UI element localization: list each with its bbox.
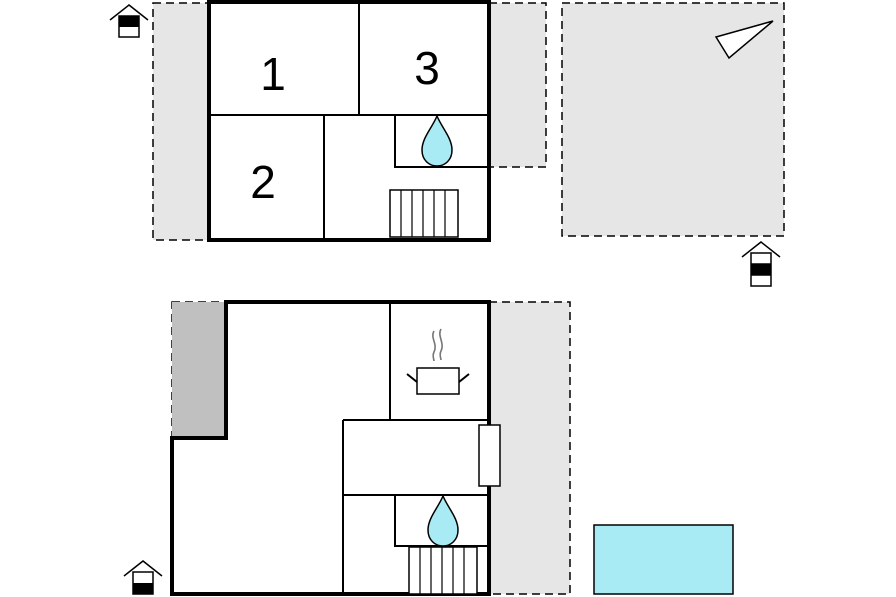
room-label-1: 1 (260, 48, 286, 100)
room-label-3: 3 (414, 42, 440, 94)
bathroom-wall (394, 495, 489, 547)
storage-area (172, 302, 226, 438)
ground-floor (170, 300, 734, 596)
house-icon (109, 4, 149, 38)
house-icon (123, 560, 163, 595)
upper-floor: 1 3 2 (152, 0, 785, 242)
bathroom-wall (394, 115, 489, 168)
water-drop-icon (427, 494, 459, 547)
outdoor-area-right-upper (488, 2, 547, 168)
swimming-pool (593, 524, 734, 595)
stairs-icon (389, 189, 459, 238)
stairs-icon (408, 546, 478, 595)
flag-icon (714, 20, 774, 60)
water-drop-icon (421, 114, 453, 167)
cooking-pot-icon (406, 328, 470, 395)
wall-cabinet (478, 424, 501, 487)
room-label-2: 2 (250, 156, 276, 208)
outdoor-area-left-upper (152, 2, 210, 241)
outdoor-area-right-ground (488, 301, 571, 595)
house-icon (741, 241, 781, 287)
